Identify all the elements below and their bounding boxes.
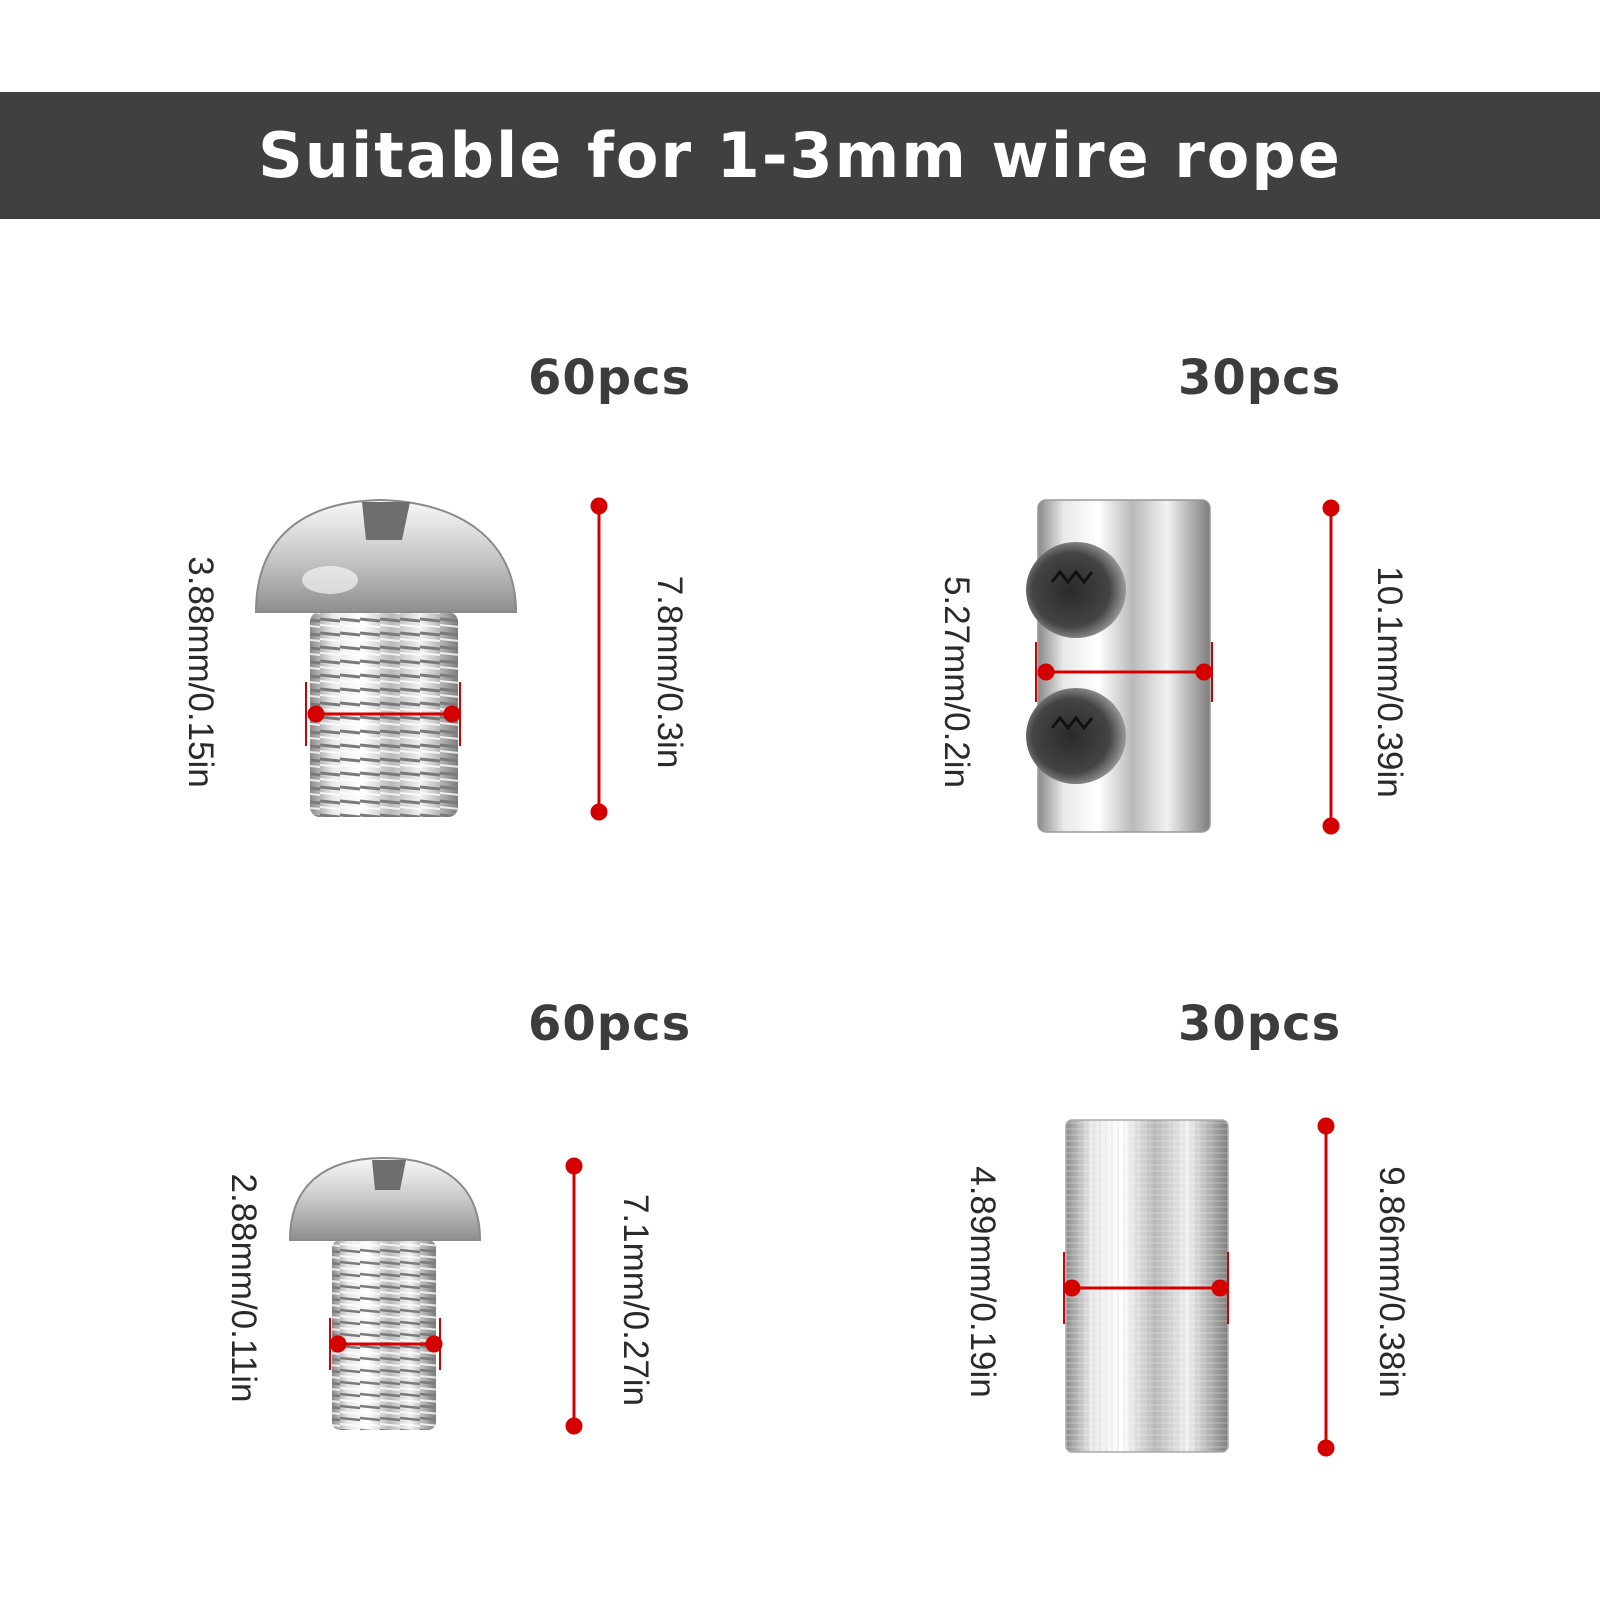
item-2-count: 30pcs — [1178, 350, 1342, 406]
item-3-count: 60pcs — [528, 996, 692, 1052]
sleeve-image — [1065, 1119, 1229, 1453]
barrel-top-hole — [1026, 542, 1126, 638]
item-4-count: 30pcs — [1178, 996, 1342, 1052]
small-screw-head — [288, 1156, 482, 1241]
small-screw-image — [288, 1156, 482, 1430]
barrel-nut-image — [1026, 499, 1211, 833]
large-screw-image — [254, 498, 518, 817]
barrel-bottom-hole — [1026, 688, 1126, 784]
small-screw-slot — [372, 1160, 406, 1190]
large-screw-slot — [362, 502, 410, 540]
measurement-markers — [305, 497, 1340, 1457]
item-1-count: 60pcs — [528, 350, 692, 406]
banner-title: Suitable for 1-3mm wire rope — [258, 119, 1342, 192]
header-banner: Suitable for 1-3mm wire rope — [0, 92, 1600, 219]
